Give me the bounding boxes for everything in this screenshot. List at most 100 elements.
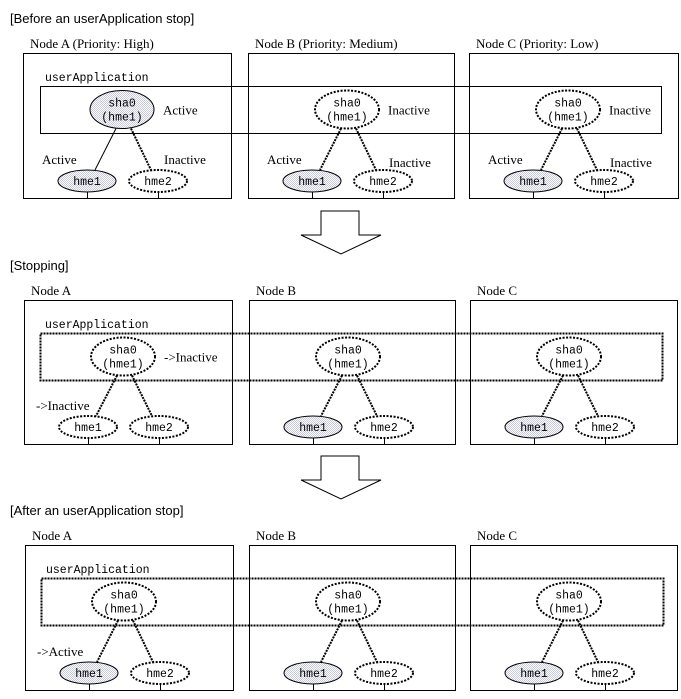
- hme1-ellipse: [283, 661, 343, 685]
- hme1-ellipse: [283, 415, 343, 439]
- sha0-name: sha0: [110, 590, 138, 603]
- link-sha0-hme2: [130, 128, 152, 171]
- sha0-physical: (hme1): [327, 359, 368, 372]
- hme1-ellipse: [503, 169, 563, 193]
- link-sha0-hme2: [356, 620, 378, 663]
- stage-1: [Before an userApplication stop]Node A (…: [10, 11, 679, 199]
- hme1-ellipse: [504, 415, 564, 439]
- sha0-physical: (hme1): [101, 112, 142, 125]
- hme1-name: hme1: [73, 176, 101, 189]
- sha0-state-label: ->Inactive: [164, 350, 218, 365]
- sha0-name: sha0: [555, 345, 583, 358]
- node-title: Node C (Priority: Low): [476, 36, 598, 51]
- link-sha0-hme1: [94, 128, 117, 171]
- node-frame: [470, 545, 678, 691]
- hme2-state-label: Inactive: [389, 155, 431, 170]
- sha0-ellipse: [535, 89, 601, 130]
- link-sha0-hme1: [541, 620, 564, 663]
- link-sha0-hme2: [576, 128, 598, 171]
- hme2-ellipse: [575, 661, 635, 685]
- sha0-physical: (hme1): [102, 359, 143, 372]
- hme1-name: hme1: [519, 176, 547, 189]
- hme1-state-label: Active: [267, 152, 302, 167]
- hme1-state-label: ->Active: [37, 644, 84, 659]
- node-title: Node B: [256, 528, 296, 543]
- node-frame: [23, 53, 232, 199]
- hme2-name: hme2: [146, 668, 174, 681]
- hme2-name: hme2: [144, 176, 172, 189]
- link-sha0-hme1: [319, 128, 342, 171]
- sha0-ellipse: [314, 89, 380, 130]
- sha0-physical: (hme1): [326, 112, 367, 125]
- sha0-ellipse: [315, 336, 381, 377]
- hme1-ellipse: [58, 415, 118, 439]
- sha0-physical: (hme1): [103, 604, 144, 617]
- link-sha0-hme1: [95, 375, 118, 417]
- link-sha0-hme2: [132, 620, 154, 663]
- hme1-name: hme1: [299, 668, 327, 681]
- hme2-name: hme2: [591, 668, 619, 681]
- link-sha0-hme1: [96, 620, 119, 663]
- hme1-state-label: ->Inactive: [36, 398, 90, 413]
- sha0-ellipse: [89, 90, 155, 129]
- hme1-name: hme1: [74, 422, 102, 435]
- sha0-state-label: Inactive: [609, 103, 651, 118]
- hme1-ellipse: [504, 661, 564, 685]
- sha0-ellipse: [536, 581, 602, 622]
- down-arrow-icon: [300, 455, 382, 500]
- link-sha0-hme1: [541, 375, 564, 417]
- node-frame: [249, 300, 456, 445]
- hme2-name: hme2: [370, 422, 398, 435]
- sha0-ellipse: [91, 581, 157, 622]
- hme2-ellipse: [130, 661, 190, 685]
- hme2-state-label: Inactive: [164, 152, 206, 167]
- link-sha0-hme1: [320, 375, 343, 417]
- node-a: sha0(hme1) hme1 hme2 ->Active: [37, 581, 190, 690]
- node-title: Node A (Priority: High): [30, 36, 154, 51]
- node-title: Node B: [256, 283, 296, 298]
- node-title: Node A: [32, 528, 73, 543]
- node-frame: [470, 300, 678, 445]
- user-application-box: [39, 332, 664, 382]
- link-sha0-hme1: [540, 128, 563, 171]
- hme2-ellipse: [129, 415, 189, 439]
- user-application-label: userApplication: [45, 72, 149, 85]
- user-application-box: [40, 86, 662, 134]
- hme2-ellipse: [353, 169, 413, 193]
- link-sha0-hme2: [131, 375, 153, 417]
- link-sha0-hme2: [577, 620, 599, 663]
- sha0-physical: (hme1): [327, 604, 368, 617]
- sha0-physical: (hme1): [548, 359, 589, 372]
- sha0-name: sha0: [334, 345, 362, 358]
- hme1-state-label: Active: [488, 152, 523, 167]
- sha0-state-label: Inactive: [388, 103, 430, 118]
- sha0-name: sha0: [554, 98, 582, 111]
- hme2-ellipse: [128, 169, 188, 193]
- link-sha0-hme2: [355, 128, 377, 171]
- user-application-box: [40, 577, 665, 627]
- down-arrow-icon: [300, 210, 382, 255]
- sha0-name: sha0: [108, 98, 136, 111]
- node-frame: [469, 53, 679, 199]
- hme2-name: hme2: [369, 176, 397, 189]
- hme1-name: hme1: [75, 668, 103, 681]
- node-frame: [248, 53, 455, 199]
- hme1-ellipse: [57, 169, 117, 193]
- node-frame: [249, 545, 456, 691]
- hme2-ellipse: [354, 661, 414, 685]
- hme2-ellipse: [575, 415, 635, 439]
- sha0-physical: (hme1): [548, 604, 589, 617]
- hme1-ellipse: [282, 169, 342, 193]
- hme2-state-label: Inactive: [610, 155, 652, 170]
- hme1-ellipse: [59, 661, 119, 685]
- node-frame: [24, 300, 233, 445]
- sha0-name: sha0: [334, 590, 362, 603]
